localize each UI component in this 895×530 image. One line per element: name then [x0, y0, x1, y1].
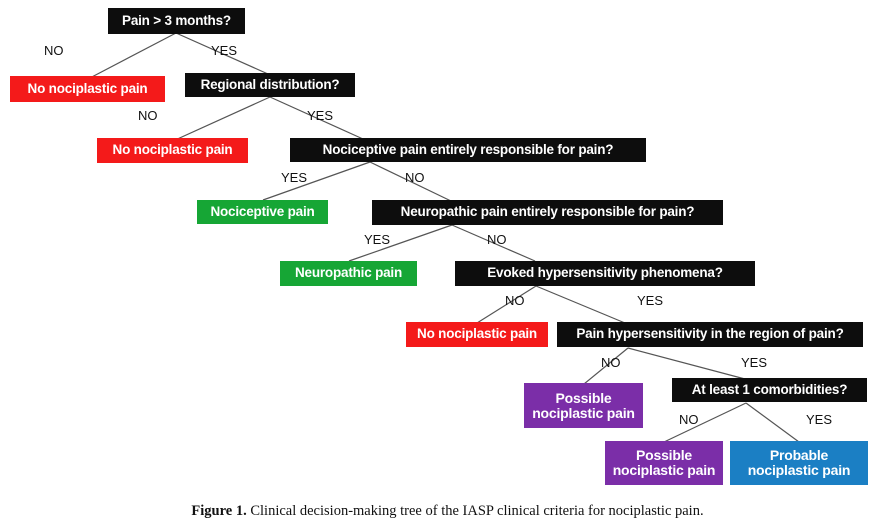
edge-label-q2-no: NO [138, 108, 158, 123]
node-question-neuropathic-responsible[interactable]: Neuropathic pain entirely responsible fo… [372, 200, 723, 225]
edge-q7-no [663, 402, 747, 443]
node-label-line1: Probable [769, 447, 829, 464]
figure-caption-label: Figure 1. [191, 503, 247, 519]
edge-label-q4-no: NO [487, 232, 507, 247]
node-outcome-no-nociplastic-1[interactable]: No nociplastic pain [10, 76, 165, 102]
edge-label-q6-yes: YES [741, 355, 768, 370]
edge-q6-yes [627, 347, 746, 380]
edge-label-q7-yes: YES [806, 412, 833, 427]
node-label: Pain hypersensitivity in the region of p… [576, 326, 844, 342]
node-question-pain-duration[interactable]: Pain > 3 months? [108, 8, 245, 34]
node-label: Neuropathic pain entirely responsible fo… [400, 204, 695, 220]
node-label-line1: Possible [555, 389, 612, 406]
node-question-pain-hypersensitivity-region[interactable]: Pain hypersensitivity in the region of p… [557, 322, 863, 347]
node-outcome-possible-nociplastic-1[interactable]: Possible nociplastic pain [524, 383, 643, 428]
edge-label-q6-no: NO [601, 355, 621, 370]
node-question-regional-distribution[interactable]: Regional distribution? [185, 73, 355, 97]
node-outcome-neuropathic-pain[interactable]: Neuropathic pain [280, 261, 417, 286]
node-label: No nociplastic pain [112, 142, 233, 158]
node-label-line2: nociplastic pain [612, 462, 716, 478]
node-label: Neuropathic pain [294, 265, 403, 281]
figure-caption-text: Clinical decision-making tree of the IAS… [250, 503, 704, 519]
edge-label-q1-no: NO [44, 43, 64, 58]
node-outcome-nociceptive-pain[interactable]: Nociceptive pain [197, 200, 328, 224]
node-label: No nociplastic pain [417, 326, 537, 342]
node-label-line2: nociplastic pain [532, 404, 635, 421]
node-label: No nociplastic pain [27, 80, 148, 96]
edge-label-q1-yes: YES [211, 43, 238, 58]
node-question-comorbidities[interactable]: At least 1 comorbidities? [672, 378, 867, 402]
node-label-lines: Possible nociplastic pain [532, 389, 635, 421]
edge-q4-yes [348, 224, 453, 262]
node-outcome-no-nociplastic-2[interactable]: No nociplastic pain [97, 138, 248, 163]
node-question-nociceptive-responsible[interactable]: Nociceptive pain entirely responsible fo… [290, 138, 646, 162]
node-label-lines: Probable nociplastic pain [748, 448, 851, 478]
edge-q5-no [476, 285, 537, 324]
edge-label-q5-yes: YES [637, 293, 664, 308]
node-label: Nociceptive pain [210, 203, 315, 219]
edge-q2-no [172, 96, 271, 142]
node-question-evoked-hypersensitivity[interactable]: Evoked hypersensitivity phenomena? [455, 261, 755, 286]
edge-label-q4-yes: YES [364, 232, 391, 247]
edge-label-q5-no: NO [505, 293, 525, 308]
edge-q2-yes [269, 96, 364, 140]
edge-label-q7-no: NO [679, 412, 699, 427]
node-label: Regional distribution? [200, 76, 340, 92]
edge-q6-no [583, 347, 629, 385]
figure-caption: Figure 1. Clinical decision-making tree … [0, 503, 895, 520]
edge-q1-no [87, 32, 177, 80]
node-label-line1: Possible [636, 447, 692, 464]
node-label: At least 1 comorbidities? [691, 381, 848, 397]
edge-label-q3-yes: YES [281, 170, 308, 185]
node-label-line2: nociplastic pain [747, 462, 851, 478]
edge-q1-yes [175, 32, 269, 75]
node-outcome-no-nociplastic-3[interactable]: No nociplastic pain [406, 322, 548, 347]
edge-q5-yes [535, 285, 626, 324]
node-label: Pain > 3 months? [122, 12, 231, 28]
edge-q4-no [451, 224, 536, 262]
edge-label-q2-yes: YES [307, 108, 334, 123]
edge-q7-yes [745, 402, 800, 443]
edge-q3-no [369, 161, 452, 202]
node-label: Nociceptive pain entirely responsible fo… [322, 141, 614, 157]
node-outcome-possible-nociplastic-2[interactable]: Possible nociplastic pain [605, 441, 723, 485]
edge-q3-yes [262, 161, 371, 201]
node-outcome-probable-nociplastic[interactable]: Probable nociplastic pain [730, 441, 868, 485]
node-label-lines: Possible nociplastic pain [613, 448, 716, 478]
node-label: Evoked hypersensitivity phenomena? [487, 265, 723, 281]
edge-label-q3-no: NO [405, 170, 425, 185]
